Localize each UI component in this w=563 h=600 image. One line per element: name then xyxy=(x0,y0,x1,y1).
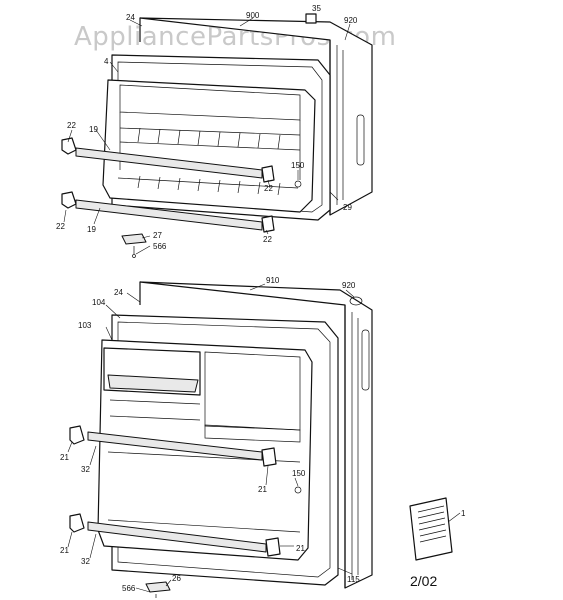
fresh-food-bar-endcap-3 xyxy=(69,513,85,533)
callout-21-b: 21 xyxy=(258,485,267,494)
callout-104: 104 xyxy=(92,298,106,307)
callout-24-bottom: 24 xyxy=(114,288,123,297)
callout-900: 900 xyxy=(246,11,260,20)
callout-26: 26 xyxy=(172,574,181,583)
freezer-shelf-bar-upper xyxy=(75,147,263,179)
freezer-small-part-35 xyxy=(305,13,317,24)
callout-115: 115 xyxy=(347,575,360,584)
callout-21-d: 21 xyxy=(296,544,305,553)
callout-22-d: 22 xyxy=(263,235,272,244)
freezer-bar-endcap-3 xyxy=(61,191,77,209)
freezer-hinge-27 xyxy=(121,233,147,245)
fresh-food-shelf-bar-upper xyxy=(87,431,263,461)
callout-19-a: 19 xyxy=(89,125,98,134)
callout-21-c: 21 xyxy=(60,546,69,555)
owners-manual-part xyxy=(409,497,453,561)
fresh-food-top-bin xyxy=(107,374,199,393)
callout-27: 27 xyxy=(153,231,162,240)
callout-35: 35 xyxy=(312,4,321,13)
fresh-food-bar-endcap-4 xyxy=(265,537,281,557)
date-code: 2/02 xyxy=(410,573,437,589)
callout-24-top: 24 xyxy=(126,13,135,22)
callout-labels: 24 900 35 920 4 22 19 150 22 29 22 19 22… xyxy=(56,4,466,593)
callout-19-b: 19 xyxy=(87,225,96,234)
callout-920-bottom: 920 xyxy=(342,281,356,290)
callout-1: 1 xyxy=(461,509,466,518)
callout-910: 910 xyxy=(266,276,280,285)
fresh-food-bar-endcap-2 xyxy=(261,447,277,467)
fresh-food-door-assembly xyxy=(69,281,373,598)
freezer-door-assembly xyxy=(61,13,373,258)
callout-22-a: 22 xyxy=(67,121,76,130)
callout-566-top: 566 xyxy=(153,242,167,251)
fresh-food-shelf-bar-lower xyxy=(87,521,267,553)
fresh-food-hinge-26 xyxy=(145,581,171,593)
callout-22-c: 22 xyxy=(56,222,65,231)
leader-lines xyxy=(63,17,461,593)
callout-566-bottom: 566 xyxy=(122,584,136,593)
callout-21-a: 21 xyxy=(60,453,69,462)
callout-22-b: 22 xyxy=(264,184,273,193)
fresh-food-oval-part-920 xyxy=(349,296,363,306)
callout-150-bottom: 150 xyxy=(292,469,306,478)
callout-920-top: 920 xyxy=(344,16,358,25)
callout-32-a: 32 xyxy=(81,465,90,474)
callout-103: 103 xyxy=(78,321,92,330)
freezer-bar-endcap-2 xyxy=(261,165,275,183)
freezer-shelf-bar-lower xyxy=(75,199,263,231)
callout-4: 4 xyxy=(104,57,109,66)
fresh-food-bar-endcap-1 xyxy=(69,425,85,445)
callout-29: 29 xyxy=(343,203,352,212)
callout-32-b: 32 xyxy=(81,557,90,566)
callout-150-top: 150 xyxy=(291,161,305,170)
freezer-bar-endcap-4 xyxy=(261,215,275,233)
freezer-bar-endcap-1 xyxy=(61,137,77,155)
